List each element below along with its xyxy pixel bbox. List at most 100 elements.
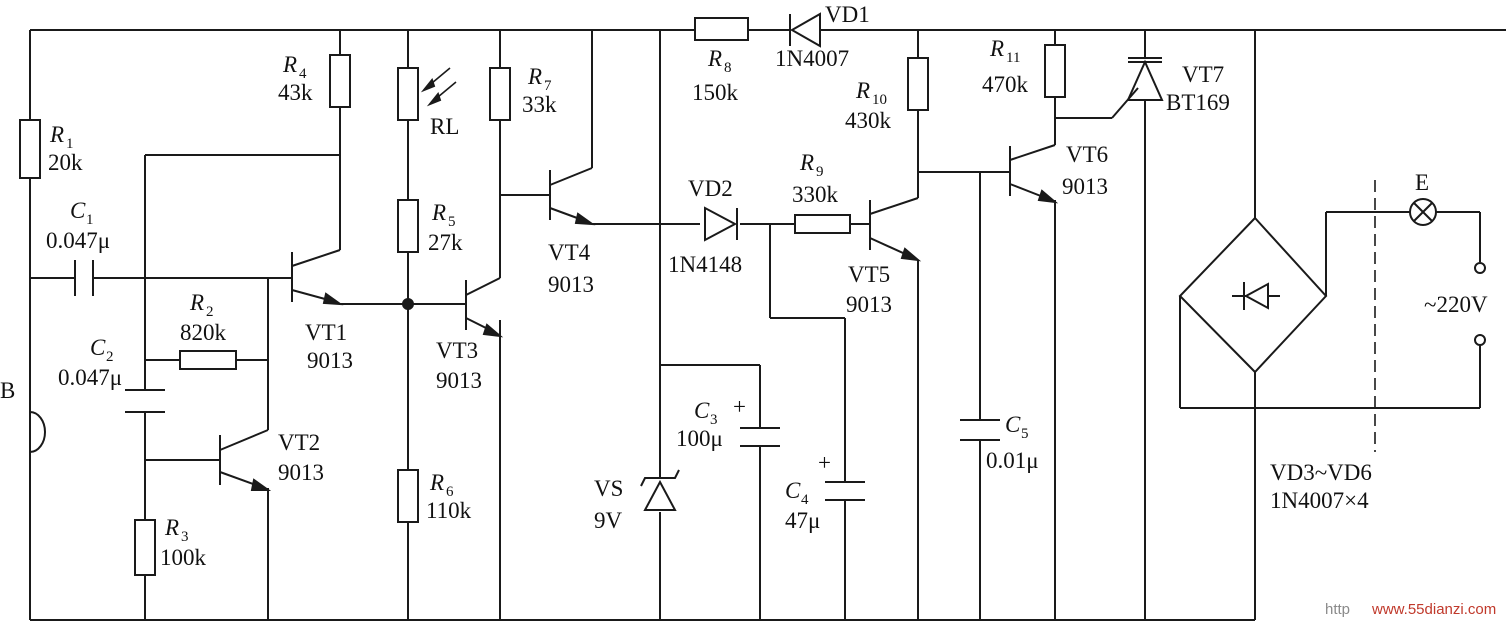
c3-polarity: + <box>733 394 746 419</box>
capacitor-c2 <box>125 389 165 413</box>
mains-terminal <box>1474 334 1486 346</box>
vd2-ref: VD2 <box>688 176 733 201</box>
vt3-ref: VT3 <box>436 338 478 363</box>
vt2-value: 9013 <box>278 460 324 485</box>
c3-value: 100μ <box>676 426 723 451</box>
bridge-value: 1N4007×4 <box>1270 488 1369 513</box>
r9-value: 330k <box>792 182 839 207</box>
c1-value: 0.047μ <box>46 228 110 253</box>
vd1-value: 1N4007 <box>775 46 849 71</box>
zener-vs <box>640 469 680 511</box>
vt4-ref: VT4 <box>548 240 591 265</box>
mains-value: ~220V <box>1424 292 1488 317</box>
c5-sub: 5 <box>1021 426 1029 442</box>
light-arrowhead <box>426 91 442 107</box>
c1-ref: C <box>70 198 86 223</box>
r2-value: 820k <box>180 320 227 345</box>
resistor-r3 <box>134 519 156 576</box>
vs-value: 9V <box>594 508 623 533</box>
r11-sub: 11 <box>1006 50 1020 66</box>
vt4-value: 9013 <box>548 272 594 297</box>
c5-value: 0.01μ <box>986 448 1039 473</box>
vt5-ref: VT5 <box>848 262 890 287</box>
r4-sub: 4 <box>299 66 307 82</box>
c3-sub: 3 <box>710 412 718 428</box>
r5-value: 27k <box>428 230 463 255</box>
transistor-vt6 <box>1009 144 1059 204</box>
resistor-r9 <box>794 214 851 234</box>
resistor-r10 <box>907 57 929 111</box>
r2-sub: 2 <box>206 304 214 320</box>
vt3-value: 9013 <box>436 368 482 393</box>
watermark-prefix: http <box>1325 601 1350 618</box>
r7-ref: R <box>527 64 542 89</box>
c4-value: 47μ <box>785 508 820 533</box>
vt1-ref: VT1 <box>305 320 347 345</box>
microphone-b <box>29 410 46 454</box>
photoresistor-rl <box>397 67 457 121</box>
junction-dots <box>402 298 414 310</box>
r7-sub: 7 <box>544 78 552 94</box>
light-arrowhead <box>420 77 436 93</box>
r3-ref: R <box>164 515 179 540</box>
lamp-e <box>1409 198 1437 226</box>
c4-ref: C <box>785 478 801 503</box>
thyristor-vt7 <box>1111 57 1164 119</box>
resistor-r5 <box>397 199 419 253</box>
r10-value: 430k <box>845 108 892 133</box>
r4-value: 43k <box>278 80 313 105</box>
bridge-rectifier <box>1178 216 1328 374</box>
r8-ref: R <box>707 46 722 71</box>
vt6-ref: VT6 <box>1066 142 1108 167</box>
resistor-r7 <box>489 67 511 121</box>
c2-sub: 2 <box>106 349 114 365</box>
r6-ref: R <box>429 470 444 495</box>
bridge-ref: VD3~VD6 <box>1270 460 1372 485</box>
junction-dot <box>402 298 414 310</box>
r9-ref: R <box>799 150 814 175</box>
rl-ref: RL <box>430 114 459 139</box>
vt2-ref: VT2 <box>278 430 320 455</box>
c5-ref: C <box>1005 412 1021 437</box>
capacitor-c5 <box>960 419 1000 441</box>
wires <box>29 29 1506 621</box>
r6-sub: 6 <box>446 484 454 500</box>
transistor-vt2 <box>219 429 272 491</box>
resistor-r11 <box>1044 44 1066 98</box>
diode-vd2 <box>704 206 738 242</box>
vt5-value: 9013 <box>846 292 892 317</box>
r9-sub: 9 <box>816 164 824 180</box>
vd1-ref: VD1 <box>825 2 870 27</box>
r1-ref: R <box>49 122 64 147</box>
c1-sub: 1 <box>86 212 94 228</box>
transistor-vt3 <box>465 277 504 338</box>
r1-sub: 1 <box>66 136 74 152</box>
r10-ref: R <box>855 78 870 103</box>
r10-sub: 10 <box>872 92 887 108</box>
vs-ref: VS <box>594 476 623 501</box>
vd2-value: 1N4148 <box>668 252 742 277</box>
r5-sub: 5 <box>448 214 456 230</box>
resistor-r1 <box>19 119 41 179</box>
vt7-value: BT169 <box>1166 90 1230 115</box>
r3-value: 100k <box>160 545 207 570</box>
vt7-ref: VT7 <box>1182 62 1224 87</box>
resistor-r2 <box>179 350 237 370</box>
c2-ref: C <box>90 335 106 360</box>
r8-sub: 8 <box>724 60 732 76</box>
lamp-ref: E <box>1415 170 1429 195</box>
r5-ref: R <box>431 200 446 225</box>
diode-vd1 <box>789 12 821 48</box>
c2-value: 0.047μ <box>58 365 122 390</box>
photoresistor-body <box>397 67 419 121</box>
r2-ref: R <box>189 290 204 315</box>
r11-ref: R <box>989 36 1004 61</box>
r11-value: 470k <box>982 72 1029 97</box>
resistor-r6 <box>397 469 419 523</box>
transistor-vt4 <box>549 167 596 226</box>
r8-value: 150k <box>692 80 739 105</box>
mains-terminal <box>1474 262 1486 274</box>
r3-sub: 3 <box>181 529 189 545</box>
